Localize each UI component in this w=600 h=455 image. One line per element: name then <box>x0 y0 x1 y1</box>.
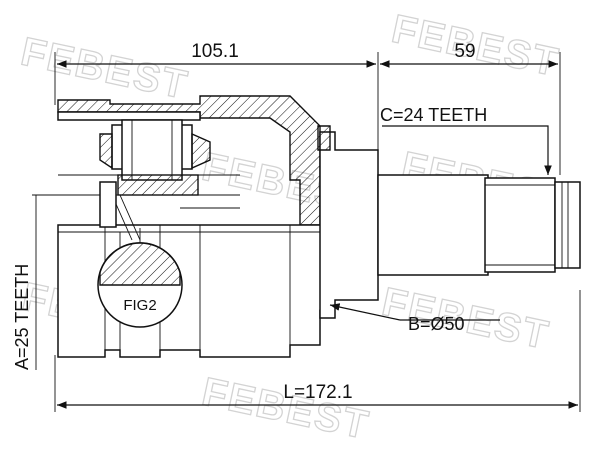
roller-right-cap <box>191 132 211 170</box>
dimension-shaft-label: 59 <box>454 41 475 62</box>
detail-hatched-segment <box>99 242 181 286</box>
housing-neck <box>319 131 379 319</box>
watermark-text-2: FEBEST <box>388 7 563 85</box>
shaft-tip <box>554 181 581 269</box>
watermark-text-1: FEBEST <box>17 30 192 108</box>
roller-left-cap <box>99 133 113 170</box>
shaft-body <box>377 174 489 276</box>
dimension-housing-length: 105.1 <box>54 41 379 150</box>
dimension-shaft-length: 59 <box>380 41 561 175</box>
joint-housing <box>57 95 379 358</box>
inner-teeth-label: A=25 TEETH <box>12 264 32 370</box>
tripod-assembly <box>58 119 240 241</box>
dimension-housing-label: 105.1 <box>191 41 239 62</box>
outer-teeth-callout: C=24 TEETH <box>380 105 552 175</box>
dimension-total-length: L=172.1 <box>54 290 581 412</box>
stub-shaft <box>377 174 581 276</box>
diameter-callout: B=Ø50 <box>329 303 500 334</box>
housing-bore <box>57 111 201 121</box>
neck-flange <box>317 125 331 151</box>
tripod-inner-block <box>99 181 117 228</box>
outer-teeth-label: C=24 TEETH <box>380 105 487 125</box>
fig2-detail: FIG2 <box>97 228 183 328</box>
tripod-hub <box>121 119 183 181</box>
spider-hub <box>117 174 199 196</box>
dimension-total-label: L=172.1 <box>283 382 352 403</box>
shaft-splines <box>484 177 556 273</box>
diameter-label: B=Ø50 <box>408 314 465 334</box>
fig2-label: FIG2 <box>123 297 156 314</box>
watermark-text-6: FEBEST <box>378 280 553 358</box>
